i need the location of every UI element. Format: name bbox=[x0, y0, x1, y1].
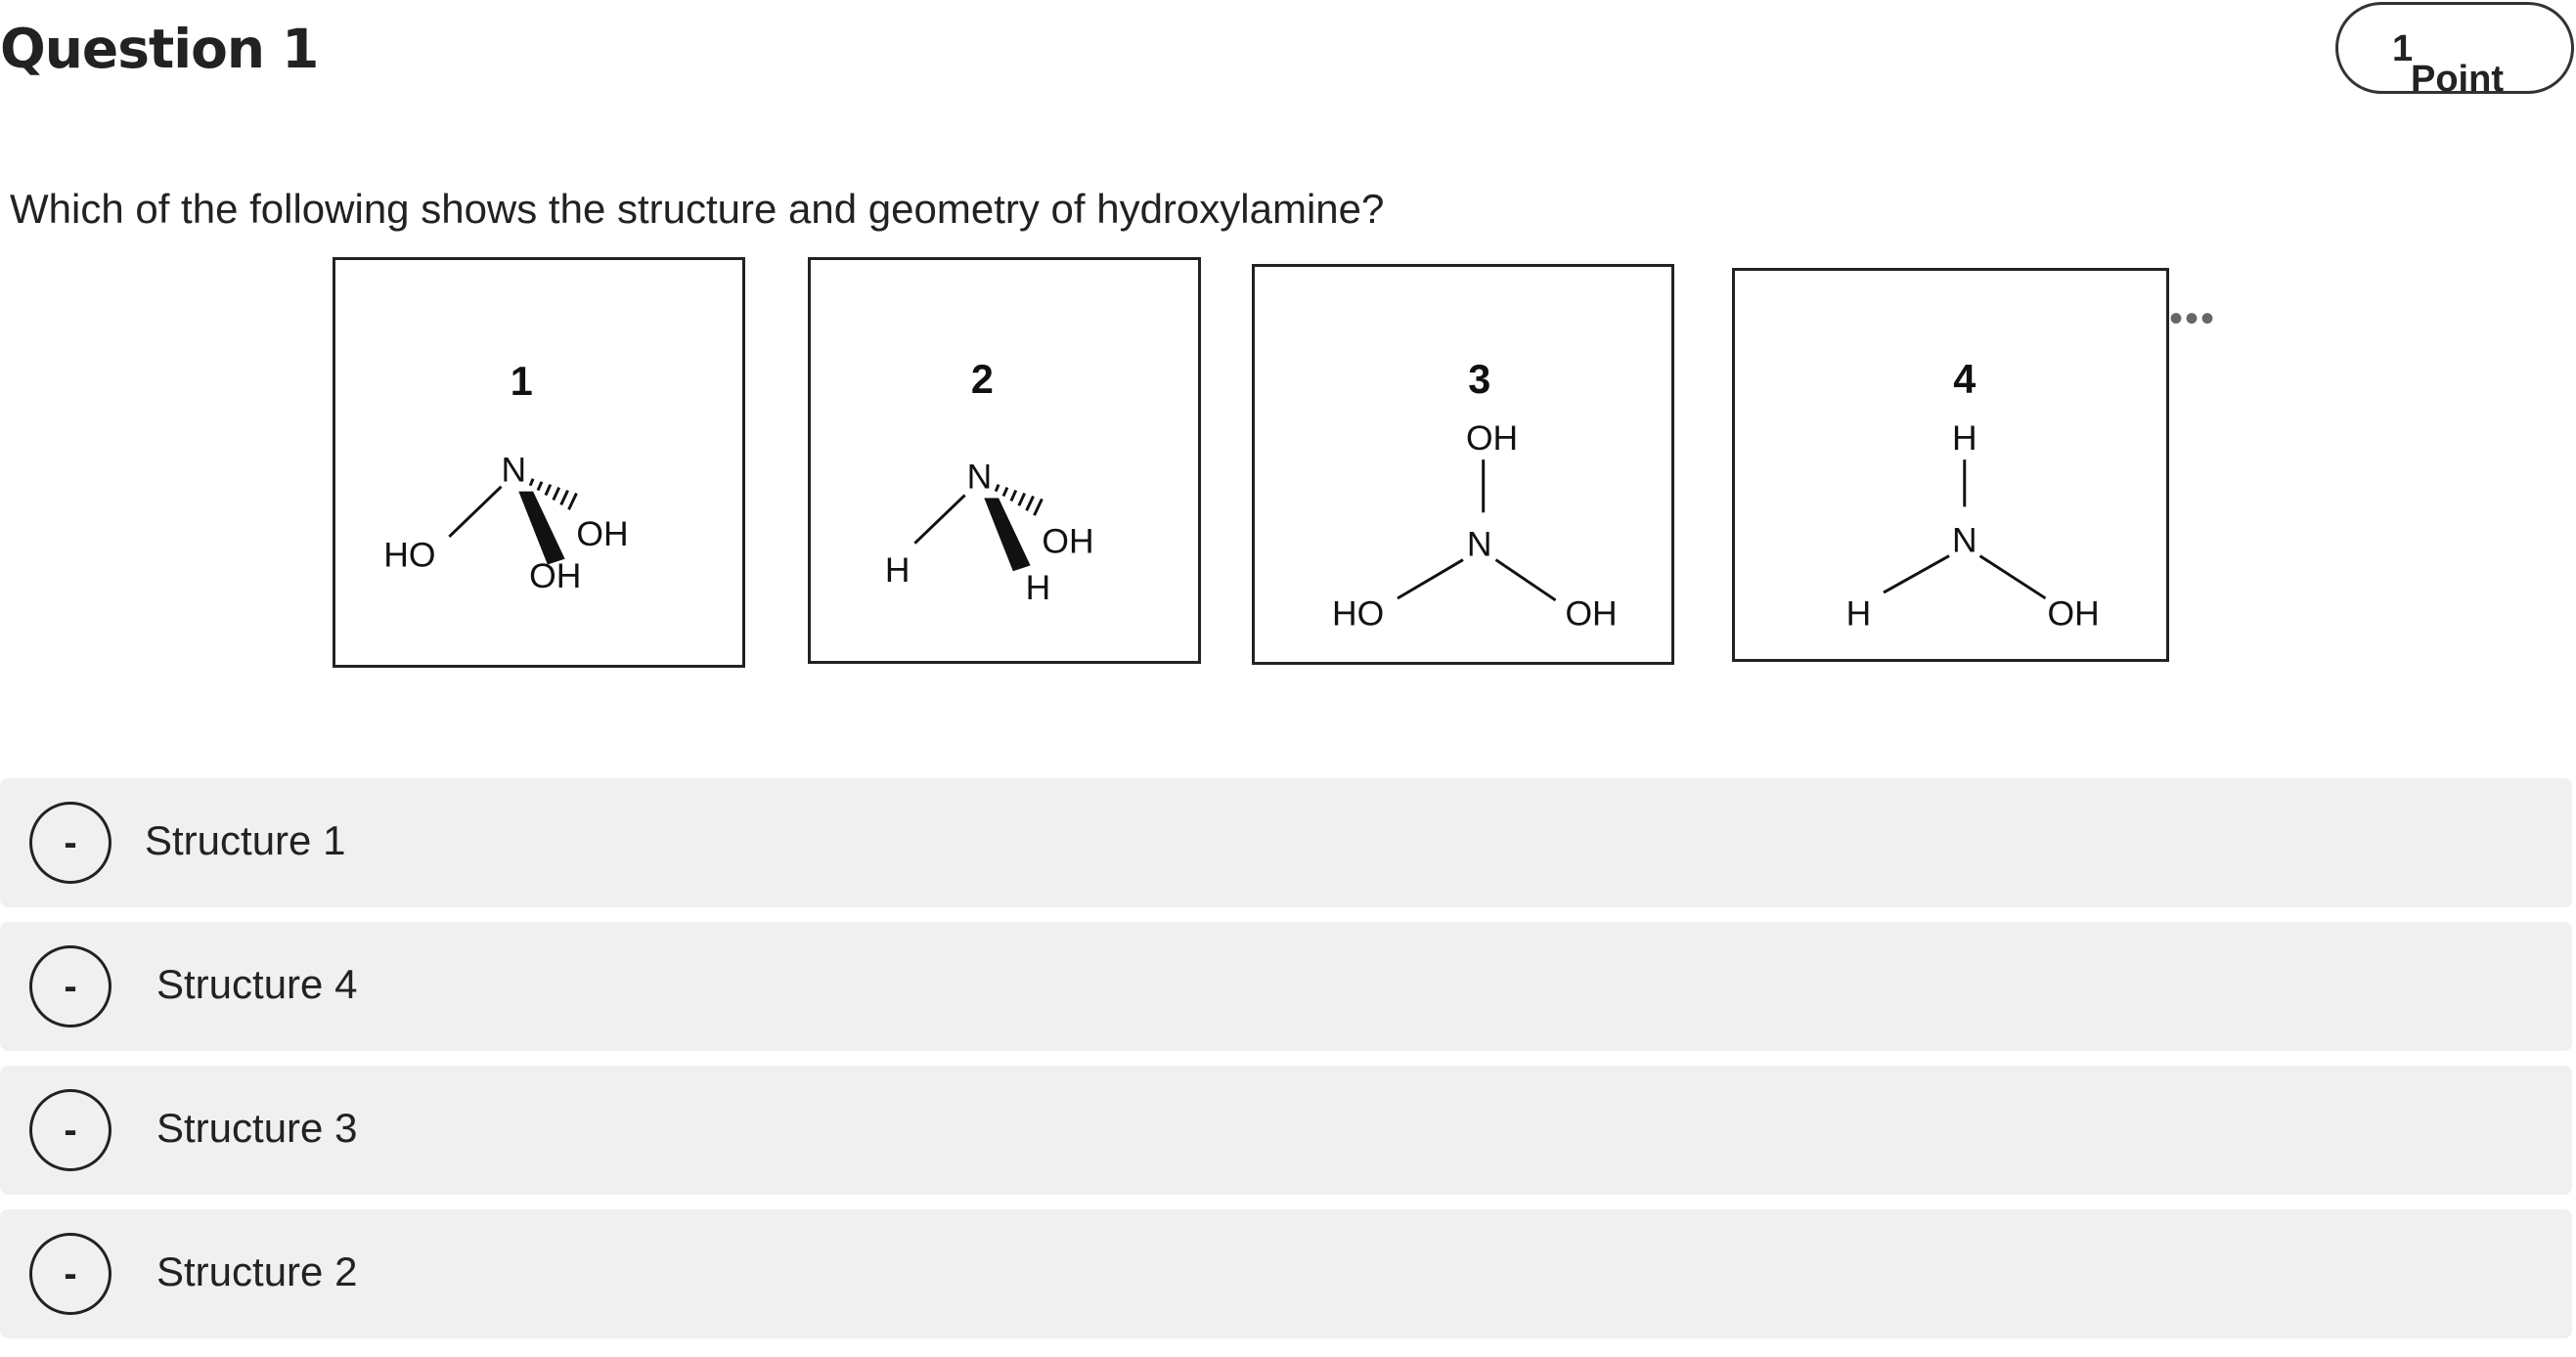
radio-button[interactable]: - bbox=[29, 1089, 111, 1171]
structure-number: 2 bbox=[971, 357, 994, 402]
option-label: Structure 3 bbox=[156, 1105, 358, 1151]
atom-top: OH bbox=[1466, 418, 1518, 458]
atom-right: OH bbox=[1565, 594, 1617, 634]
radio-button[interactable]: - bbox=[29, 802, 111, 884]
points-label: Point bbox=[2411, 59, 2504, 100]
atom-right: OH bbox=[576, 514, 628, 553]
radio-button[interactable]: - bbox=[29, 945, 111, 1028]
option-structure-4[interactable]: - Structure 4 bbox=[0, 922, 2572, 1051]
atom-below: H bbox=[1026, 568, 1051, 607]
atom-left: H bbox=[1846, 594, 1872, 634]
atom-left: H bbox=[885, 550, 910, 590]
structure-3-image: 3 OH N HO OH bbox=[1252, 264, 1674, 665]
atom-top: H bbox=[1952, 418, 1977, 458]
atom-right: OH bbox=[2048, 594, 2100, 634]
question-prompt: Which of the following shows the structu… bbox=[10, 186, 1385, 232]
points-value: 1 bbox=[2392, 28, 2414, 69]
question-title: Question 1 bbox=[0, 18, 319, 80]
atom-n: N bbox=[1467, 525, 1492, 564]
atom-below: OH bbox=[529, 556, 581, 595]
structure-number: 1 bbox=[511, 359, 533, 404]
radio-button[interactable]: - bbox=[29, 1233, 111, 1315]
option-structure-1[interactable]: - Structure 1 bbox=[0, 778, 2572, 907]
structure-number: 3 bbox=[1468, 357, 1490, 402]
atom-n: N bbox=[967, 458, 993, 497]
atom-n: N bbox=[502, 451, 527, 490]
atom-left: HO bbox=[383, 535, 435, 574]
atom-right: OH bbox=[1042, 522, 1093, 561]
option-label: Structure 1 bbox=[145, 817, 346, 863]
option-structure-3[interactable]: - Structure 3 bbox=[0, 1066, 2572, 1195]
structure-number: 4 bbox=[1953, 357, 1976, 402]
atom-n: N bbox=[1952, 521, 1977, 560]
option-structure-2[interactable]: - Structure 2 bbox=[0, 1209, 2572, 1338]
option-label: Structure 4 bbox=[156, 961, 358, 1007]
structure-4-image: 4 H N H OH bbox=[1732, 268, 2169, 662]
structure-1-image: 1 N HO OH OH bbox=[333, 257, 745, 668]
atom-left: HO bbox=[1332, 594, 1384, 634]
structure-2-image: 2 N H OH H bbox=[808, 257, 1201, 664]
more-horizontal-icon[interactable]: ••• bbox=[2169, 297, 2217, 340]
option-label: Structure 2 bbox=[156, 1248, 358, 1294]
points-badge: 1 Point bbox=[2335, 2, 2574, 100]
